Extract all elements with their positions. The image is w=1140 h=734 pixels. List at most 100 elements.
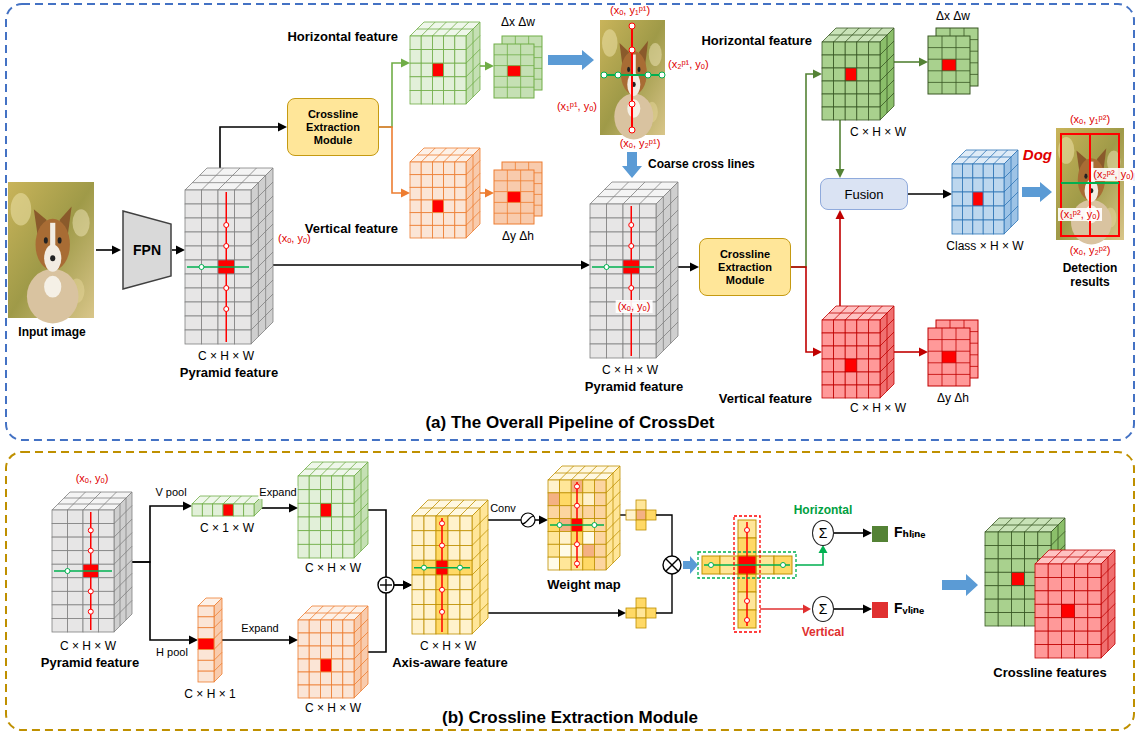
cube-top xyxy=(52,492,132,510)
grid-cell xyxy=(985,613,998,626)
grid-cell xyxy=(1038,613,1051,626)
arrow-head xyxy=(803,605,811,614)
grid-line xyxy=(466,49,480,63)
feature-map: Vertical feature xyxy=(410,148,480,238)
connector-arrow xyxy=(908,190,952,199)
grid-cell xyxy=(1075,618,1088,631)
grid-line xyxy=(656,322,678,344)
annotation: Dog xyxy=(1023,146,1052,163)
grid-line xyxy=(466,63,480,77)
grid-line xyxy=(623,182,645,204)
feature-map: C × H × W xyxy=(298,462,368,558)
grid-cell xyxy=(68,524,84,538)
grid-cell xyxy=(594,544,606,557)
grid-cell xyxy=(1038,559,1051,572)
node-label: C × H × W xyxy=(305,702,361,716)
grid-line xyxy=(320,462,334,476)
cube-top xyxy=(1035,550,1115,564)
grid-line xyxy=(656,280,678,302)
connector-arrow xyxy=(488,516,548,525)
grid-line xyxy=(251,238,273,260)
grid-line xyxy=(834,306,848,320)
grid-line xyxy=(606,505,620,519)
grid-cell xyxy=(235,232,252,246)
grid-line xyxy=(528,162,529,216)
grid-cell xyxy=(432,187,443,200)
grid-line xyxy=(880,371,894,385)
dashed-panel: (a) The Overall Pipeline of CrossDetFPNC… xyxy=(5,3,1135,441)
grid-cell xyxy=(198,639,214,650)
grid-cell xyxy=(1025,599,1038,612)
grid-cell xyxy=(594,557,606,570)
grid-cell xyxy=(857,372,869,385)
grid-cell xyxy=(424,560,436,575)
grid-line xyxy=(606,543,620,557)
grid-line xyxy=(656,308,678,330)
connector-arrow xyxy=(836,120,845,178)
edge-label: Conv xyxy=(489,502,517,515)
grid-cell xyxy=(1038,599,1051,612)
grid-line xyxy=(502,183,542,184)
grid-cell xyxy=(444,200,455,213)
grid-cell xyxy=(332,685,343,698)
grid-cell xyxy=(309,685,320,698)
grid-cell xyxy=(218,302,235,316)
grid-line xyxy=(507,44,508,98)
grid-cell xyxy=(432,225,443,238)
grid-line xyxy=(192,182,258,183)
grid-cell xyxy=(99,564,115,578)
grid-line xyxy=(606,517,620,531)
cube-side xyxy=(466,148,480,238)
grid-cell xyxy=(448,516,460,531)
grid-line xyxy=(258,183,259,337)
grid-cell xyxy=(410,200,421,213)
connector-line xyxy=(791,267,815,352)
grid-cell xyxy=(560,519,572,532)
grid-cell xyxy=(868,81,880,94)
grid-cell xyxy=(857,81,869,94)
grid-line xyxy=(502,57,542,58)
grid-line xyxy=(845,306,859,320)
grid-cell xyxy=(834,107,846,120)
annotation: (xₒ, y₂ᵖ²) xyxy=(1070,244,1111,257)
grid-cell xyxy=(52,605,68,619)
grid-cell xyxy=(845,333,857,346)
grid-line xyxy=(214,631,222,639)
grid-cell xyxy=(99,578,115,592)
sample-point xyxy=(615,72,621,78)
grid-line xyxy=(417,155,473,156)
grid-cell xyxy=(834,320,846,333)
grid-cell xyxy=(985,572,998,585)
grid-cell xyxy=(83,537,99,551)
grid-cell xyxy=(952,206,962,220)
grid-cell xyxy=(444,162,455,175)
grid-cell xyxy=(68,510,84,524)
grid-line xyxy=(1051,599,1065,613)
horizontal-line xyxy=(54,570,112,572)
module-box: Crossline Extraction Module xyxy=(287,98,379,156)
grid-cell xyxy=(309,490,320,504)
node-label: C × H × W xyxy=(850,126,906,140)
arrow-head xyxy=(813,348,822,357)
grid-cell xyxy=(185,232,202,246)
grid-line xyxy=(472,559,488,575)
grid-cell xyxy=(320,685,331,698)
grid-cell xyxy=(868,359,880,372)
grid-cell xyxy=(412,531,424,546)
grid-cell xyxy=(68,578,84,592)
grid-cell xyxy=(607,218,624,232)
grid-line xyxy=(656,266,678,288)
grid-cell xyxy=(235,330,252,344)
grid-line xyxy=(473,29,474,97)
grid-cell xyxy=(1035,631,1048,644)
vertical-line xyxy=(631,26,633,130)
sample-point xyxy=(440,521,445,526)
arrow-head xyxy=(289,504,298,513)
annotation: Coarse cross lines xyxy=(648,158,755,172)
cube-side xyxy=(254,496,262,516)
grid-cell xyxy=(235,274,252,288)
connector-line xyxy=(132,562,191,640)
sum-circle: Σ xyxy=(812,596,834,622)
grid-line xyxy=(936,331,978,332)
